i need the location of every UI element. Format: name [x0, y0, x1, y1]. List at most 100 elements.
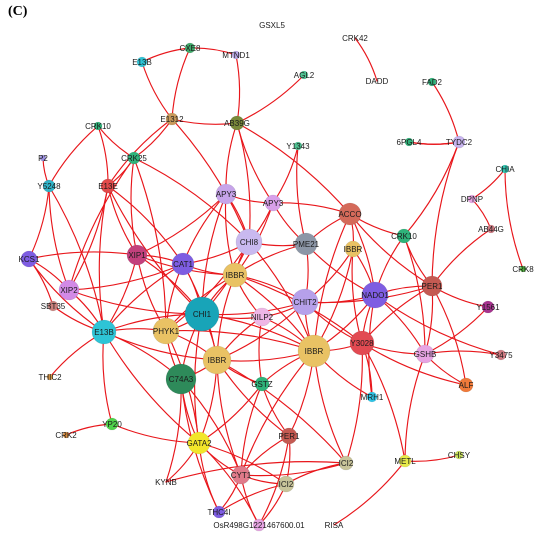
node-n30 [171, 252, 195, 276]
edge-n15-n35 [68, 157, 135, 291]
node-label-n2: CRK42 [342, 34, 368, 43]
node-n15 [127, 151, 141, 165]
node-n48 [495, 349, 507, 361]
edge-n45-n62 [240, 350, 315, 476]
node-n43 [91, 319, 117, 345]
node-label-n28: AB44G [478, 225, 504, 234]
edge-n28-n34 [431, 228, 492, 287]
node-label-n21: APY3 [263, 199, 284, 208]
node-label-n62: CYT1 [231, 471, 252, 480]
edge-n43-n56 [103, 331, 200, 444]
edge-n2-n3 [354, 37, 378, 82]
panel-label: (C) [8, 4, 28, 19]
edge-n9-n24 [171, 118, 250, 243]
edge-n42-n45 [165, 330, 315, 352]
edge-n61-n58 [165, 461, 347, 483]
node-n41 [481, 300, 495, 314]
node-label-n22: ACCO [338, 210, 361, 219]
node-label-n29: XIP1 [128, 251, 146, 260]
node-label-n51: GSTZ [251, 380, 272, 389]
node-n6 [136, 56, 148, 68]
node-n13 [404, 137, 414, 147]
edge-n47-n58 [216, 359, 347, 464]
node-n4 [184, 42, 196, 54]
node-label-n35: XIP2 [60, 286, 78, 295]
edge-n59-n66 [333, 460, 406, 526]
node-label-n23: DPNP [461, 195, 483, 204]
node-n63 [277, 475, 295, 493]
edge-n29-n43 [103, 254, 138, 333]
node-n53 [366, 391, 378, 403]
node-label-n59: METL [394, 457, 416, 466]
edge-n11-n18 [48, 125, 99, 187]
edge-n58-n62 [240, 462, 347, 477]
node-n24 [235, 228, 263, 256]
node-n33 [519, 265, 527, 273]
node-label-n34: PER1 [422, 282, 443, 291]
node-n16 [39, 154, 47, 162]
node-label-n19: E13E [98, 182, 118, 191]
edge-n10-n21 [236, 122, 274, 204]
node-n18 [42, 179, 56, 193]
node-n34 [421, 275, 443, 297]
edge-n9-n19 [107, 118, 173, 187]
node-label-n6: E13B [132, 58, 152, 67]
edge-n59-n44 [361, 342, 406, 462]
node-n42 [152, 317, 180, 345]
node-n45 [297, 334, 331, 368]
node-n20 [215, 183, 237, 205]
node-label-n27: CRK10 [391, 232, 417, 241]
node-n51 [254, 376, 270, 392]
node-label-n52: ALF [459, 381, 474, 390]
edge-n18-n43 [48, 185, 105, 333]
node-n32 [20, 250, 38, 268]
node-label-n45: IBBR [305, 347, 324, 356]
node-n11 [93, 121, 103, 131]
node-label-n55: CRK2 [55, 431, 77, 440]
node-label-n61: KYNB [155, 478, 177, 487]
node-n60 [454, 450, 464, 460]
node-label-n60: CHSY [448, 451, 471, 460]
node-n39 [184, 296, 220, 332]
node-n56 [187, 431, 211, 455]
node-label-n5: MTND1 [222, 51, 250, 60]
edge-n51-n62 [240, 383, 263, 476]
node-label-n25: PME21 [293, 240, 320, 249]
node-label-n33: CRK8 [512, 265, 534, 274]
node-label-n1: GSXL5 [259, 21, 285, 30]
node-label-n20: APY3 [216, 190, 237, 199]
edge-n7-n10 [236, 74, 305, 124]
node-n5 [231, 50, 241, 60]
node-n28 [486, 224, 496, 234]
edge-n36-n48 [374, 294, 502, 356]
node-n54 [105, 417, 119, 431]
edge-n14-n34 [431, 141, 460, 287]
node-label-n42: PHYK1 [153, 327, 180, 336]
node-n49 [46, 373, 54, 381]
node-n36 [361, 281, 389, 309]
node-n7 [299, 70, 309, 80]
node-label-n8: FAD2 [422, 78, 443, 87]
node-label-n14: TYDC2 [446, 138, 473, 147]
node-label-n16: P2 [38, 154, 48, 163]
edge-n12-n25 [296, 145, 307, 245]
edge-n44-n52 [361, 342, 467, 386]
node-n40 [252, 307, 272, 327]
node-label-n57: PER1 [279, 432, 300, 441]
edge-n15-n42 [133, 157, 167, 332]
node-label-n32: KCS1 [19, 255, 40, 264]
edge-n50-n61 [165, 378, 182, 483]
edge-n18-n35 [48, 185, 70, 291]
node-n26 [344, 240, 362, 258]
node-label-n30: CAT1 [173, 260, 193, 269]
edge-n34-n52 [431, 285, 467, 386]
node-label-n37: CHIT2 [293, 298, 317, 307]
node-label-n11: CRK10 [85, 122, 111, 131]
edge-n11-n19 [97, 125, 109, 187]
edge-n19-n43 [98, 185, 109, 333]
node-label-n47: IBBR [208, 356, 227, 365]
edge-n19-n35 [68, 185, 109, 291]
edge-n17-n33 [504, 168, 524, 270]
node-label-n63: ICI2 [279, 480, 294, 489]
